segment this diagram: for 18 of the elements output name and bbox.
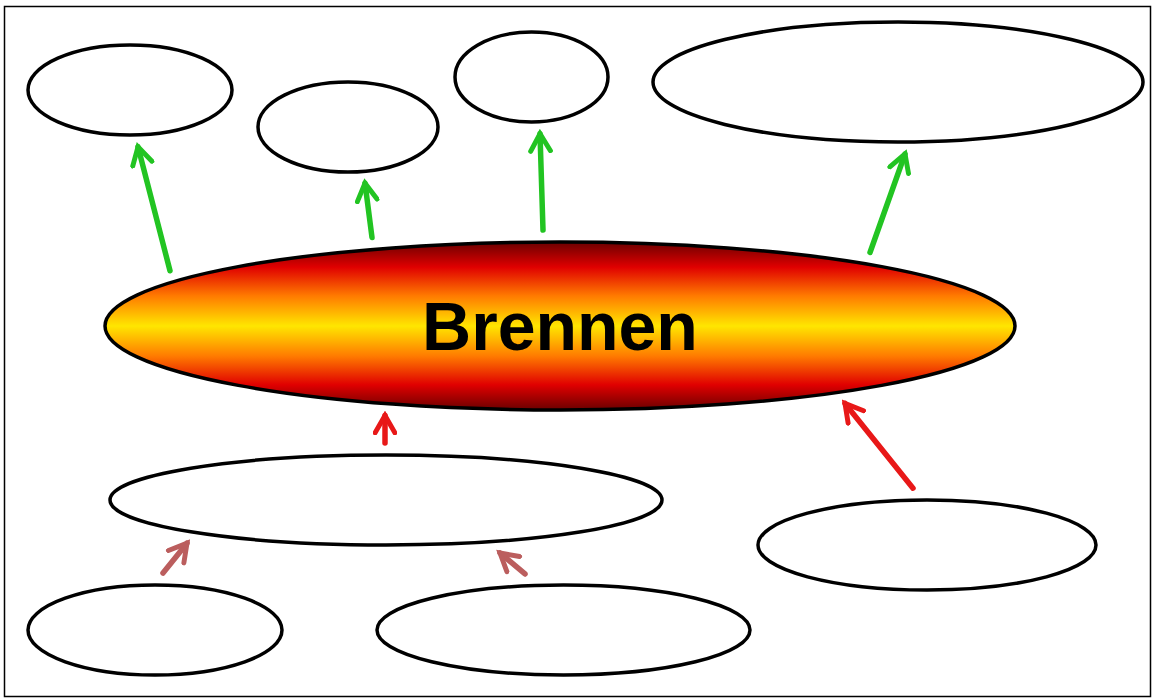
arrow — [497, 550, 528, 577]
empty-ellipse-node — [377, 585, 750, 675]
arrow — [160, 540, 190, 576]
empty-ellipse-node — [28, 585, 282, 675]
empty-ellipse-node — [110, 455, 662, 545]
empty-ellipse-node — [258, 82, 438, 172]
fire-ellipse-node — [105, 242, 1015, 410]
empty-ellipse-node — [653, 22, 1143, 142]
empty-ellipse-node — [28, 45, 232, 135]
empty-ellipse-node — [758, 500, 1096, 590]
arrow — [528, 130, 553, 233]
empty-ellipse-node — [455, 32, 608, 122]
arrow — [130, 144, 173, 274]
arrow — [372, 412, 398, 446]
arrow — [842, 400, 916, 491]
node-label: Brennen — [422, 287, 698, 365]
arrow — [867, 151, 911, 256]
arrow — [354, 180, 380, 241]
